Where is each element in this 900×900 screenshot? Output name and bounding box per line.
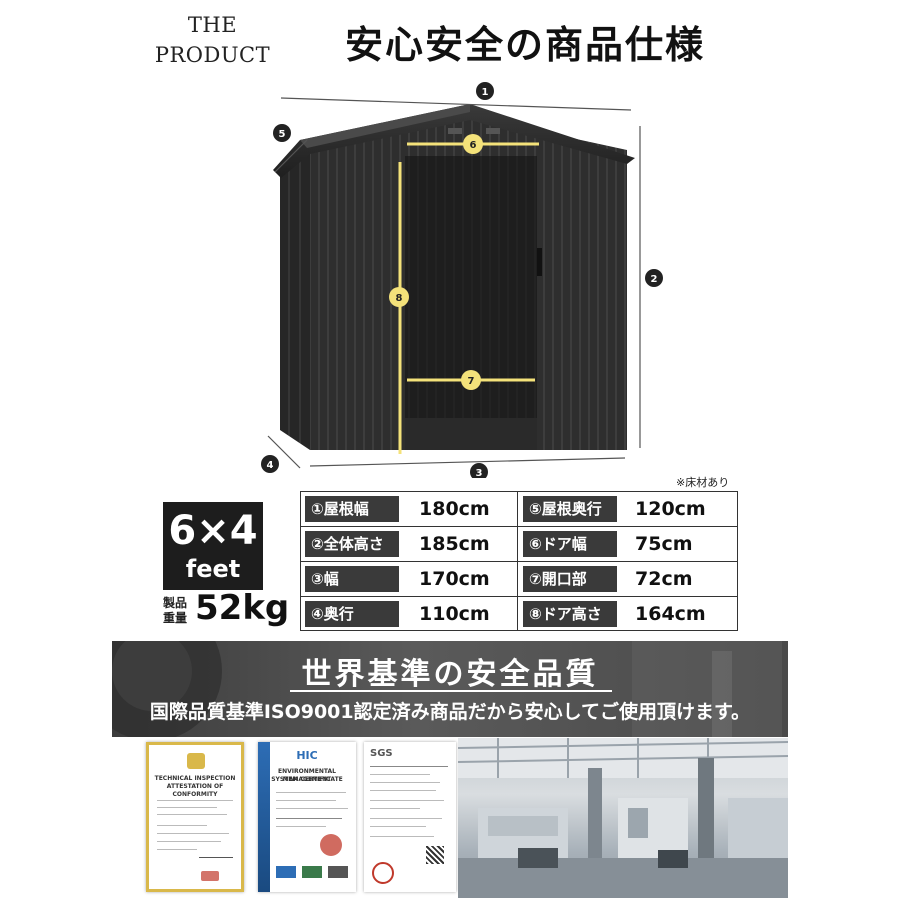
spec-row: ③幅 170cm ⑦開口部 72cm <box>301 562 737 597</box>
marker-6: 6 <box>463 134 483 154</box>
marker-2: 2 <box>645 269 663 287</box>
svg-text:7: 7 <box>468 376 475 387</box>
svg-text:2: 2 <box>651 274 658 285</box>
spec-row: ④奥行 110cm ⑧ドア高さ 164cm <box>301 597 737 632</box>
spec-label: ⑧ドア高さ <box>523 601 617 627</box>
certificate-seal-icon <box>372 862 394 884</box>
certificate-heading: ATTESTATION OF CONFORMITY <box>166 783 224 798</box>
certificate-brand: HIC <box>296 749 318 762</box>
certificate-seal-icon <box>320 834 342 856</box>
certificate-heading: ENVIRONMENTAL MANAGEMENT <box>278 768 336 783</box>
svg-text:4: 4 <box>267 460 274 471</box>
certificate-heading: TECHNICAL INSPECTION <box>154 775 236 782</box>
weight-label: 製品重量 <box>163 596 188 625</box>
spec-label: ⑦開口部 <box>523 566 617 592</box>
svg-text:8: 8 <box>396 293 403 304</box>
spec-label: ③幅 <box>305 566 399 592</box>
certificate-logo-icon <box>276 866 296 878</box>
floor-note: ※床材あり <box>676 476 730 489</box>
quality-title: 世界基準の安全品質 <box>301 657 599 692</box>
spec-label: ①屋根幅 <box>305 496 399 522</box>
size-badge: 6×4 feet <box>163 502 263 590</box>
spec-row: ②全体高さ 185cm ⑥ドア幅 75cm <box>301 527 737 562</box>
spec-value: 75cm <box>635 533 693 555</box>
spec-value: 110cm <box>419 603 490 625</box>
qr-code-icon <box>426 846 444 864</box>
svg-text:6: 6 <box>470 140 477 151</box>
spec-value: 185cm <box>419 533 490 555</box>
certificate-technical-inspection: TECHNICAL INSPECTION ATTESTATION OF CONF… <box>146 742 244 892</box>
certificate-sgs-test-report: SGS <box>364 742 456 892</box>
marker-5: 5 <box>273 124 291 142</box>
certificate-heading: SYSTEM CERTIFICATE <box>271 776 343 783</box>
quality-subtitle: 国際品質基準ISO9001認定済み商品だから安心してご使用頂けます。 <box>149 701 751 723</box>
shed-diagram: 1 2 3 4 5 6 7 8 <box>261 82 663 478</box>
factory-floor-illustration <box>458 738 788 898</box>
spec-value: 120cm <box>635 498 706 520</box>
factory-photo <box>458 738 788 898</box>
shed-floor <box>405 418 537 450</box>
certificate-emblem-icon <box>187 753 205 769</box>
spec-label: ⑥ドア幅 <box>523 531 617 557</box>
size-unit: feet <box>185 555 241 583</box>
svg-text:1: 1 <box>482 87 489 98</box>
spec-row: ①屋根幅 180cm ⑤屋根奥行 120cm <box>301 492 737 527</box>
svg-text:5: 5 <box>279 129 286 140</box>
spec-value: 180cm <box>419 498 490 520</box>
certificate-logo-icon <box>302 866 322 878</box>
svg-text:3: 3 <box>476 468 483 478</box>
quality-banner <box>112 641 788 737</box>
spec-value: 72cm <box>635 568 693 590</box>
spec-value: 164cm <box>635 603 706 625</box>
certificate-logo-icon <box>328 866 348 878</box>
brand-line-2: PRODUCT <box>154 43 271 67</box>
marker-1: 1 <box>476 82 494 100</box>
weight-value: 52kg <box>195 588 290 628</box>
quality-title-underline <box>290 690 612 692</box>
spec-label: ⑤屋根奥行 <box>523 496 617 522</box>
brand-label: THE PRODUCT <box>150 10 275 70</box>
marker-7: 7 <box>461 370 481 390</box>
spec-label: ④奥行 <box>305 601 399 627</box>
marker-3: 3 <box>470 463 488 478</box>
spec-value: 170cm <box>419 568 490 590</box>
shed-roof <box>273 104 635 178</box>
spec-label: ②全体高さ <box>305 531 399 557</box>
certificate-stamp-icon <box>201 871 219 881</box>
certificate-brand: SGS <box>370 748 393 759</box>
certificate-environmental-management: HIC ENVIRONMENTAL MANAGEMENT SYSTEM CERT… <box>258 742 356 892</box>
page-title: 安心安全の商品仕様 <box>344 23 705 67</box>
brand-line-1: THE <box>187 13 238 37</box>
size-main: 6×4 <box>168 508 258 554</box>
spec-table: ①屋根幅 180cm ⑤屋根奥行 120cm ②全体高さ 185cm ⑥ドア幅 … <box>300 491 738 631</box>
marker-8: 8 <box>389 287 409 307</box>
machinery-backdrop <box>112 641 782 737</box>
marker-4: 4 <box>261 455 279 473</box>
shed-side-wall <box>280 150 310 450</box>
